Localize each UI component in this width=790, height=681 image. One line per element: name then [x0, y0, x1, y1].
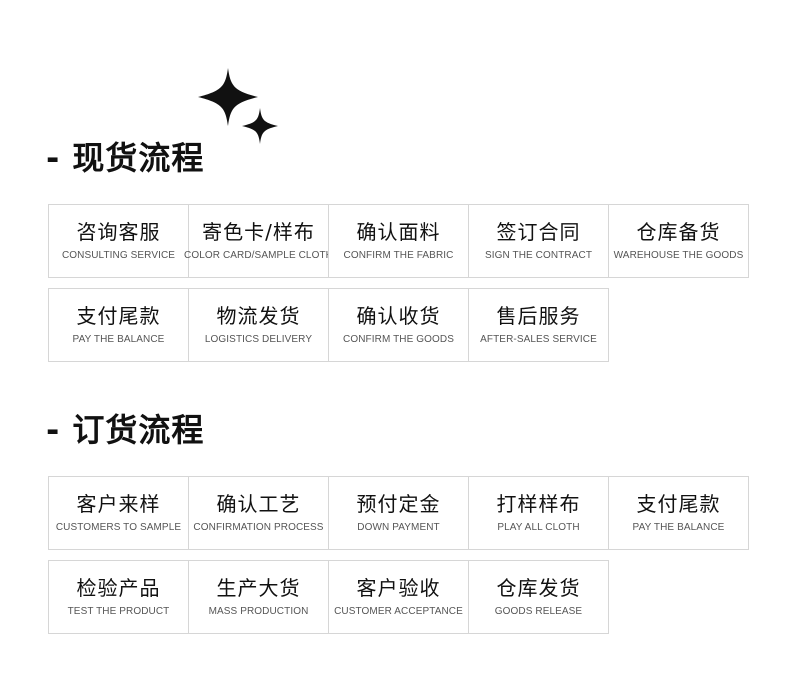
large-star-icon [198, 68, 258, 126]
step-label-en: CUSTOMER ACCEPTANCE [334, 606, 463, 617]
step-label-zh: 客户来样 [76, 492, 161, 516]
step-confirmation-process: 确认工艺 CONFIRMATION PROCESS [188, 476, 329, 550]
step-label-en: WAREHOUSE THE GOODS [613, 250, 744, 261]
step-label-en: PLAY ALL CLOTH [497, 522, 580, 533]
sparkle-icon [198, 68, 278, 144]
step-label-zh: 确认面料 [356, 220, 441, 244]
step-label-en: PAY THE BALANCE [72, 334, 165, 345]
step-label-en: MASS PRODUCTION [208, 606, 309, 617]
step-warehouse-goods: 仓库备货 WAREHOUSE THE GOODS [608, 204, 749, 278]
step-after-sales-service: 售后服务 AFTER-SALES SERVICE [468, 288, 609, 362]
step-label-en: CONFIRM THE FABRIC [343, 250, 454, 261]
small-star-icon [242, 108, 278, 144]
step-goods-release: 仓库发货 GOODS RELEASE [468, 560, 609, 634]
step-label-zh: 生产大货 [216, 576, 301, 600]
step-label-zh: 寄色卡/样布 [202, 220, 315, 244]
step-confirm-goods: 确认收货 CONFIRM THE GOODS [328, 288, 469, 362]
step-pay-balance: 支付尾款 PAY THE BALANCE [48, 288, 189, 362]
step-label-en: TEST THE PRODUCT [67, 606, 170, 617]
step-label-zh: 支付尾款 [636, 492, 721, 516]
step-label-en: SIGN THE CONTRACT [484, 250, 593, 261]
step-customers-to-sample: 客户来样 CUSTOMERS TO SAMPLE [48, 476, 189, 550]
step-customer-acceptance: 客户验收 CUSTOMER ACCEPTANCE [328, 560, 469, 634]
step-label-zh: 仓库发货 [496, 576, 581, 600]
step-label-zh: 售后服务 [496, 304, 581, 328]
stock-process-grid: 咨询客服 CONSULTING SERVICE 寄色卡/样布 COLOR CARD/… [48, 204, 754, 362]
step-test-product: 检验产品 TEST THE PRODUCT [48, 560, 189, 634]
step-label-zh: 物流发货 [216, 304, 301, 328]
step-label-en: CUSTOMERS TO SAMPLE [55, 522, 182, 533]
step-pay-balance: 支付尾款 PAY THE BALANCE [608, 476, 749, 550]
step-label-en: CONFIRMATION PROCESS [193, 522, 324, 533]
step-label-zh: 预付定金 [356, 492, 441, 516]
step-label-en: AFTER-SALES SERVICE [480, 334, 597, 345]
step-label-zh: 客户验收 [356, 576, 441, 600]
order-process-title: - 订货流程 [46, 411, 205, 449]
step-label-zh: 支付尾款 [76, 304, 161, 328]
process-row: 检验产品 TEST THE PRODUCT 生产大货 MASS PRODUCTION… [48, 560, 754, 634]
process-row: 咨询客服 CONSULTING SERVICE 寄色卡/样布 COLOR CARD/… [48, 204, 754, 278]
step-label-zh: 咨询客服 [76, 220, 161, 244]
step-logistics-delivery: 物流发货 LOGISTICS DELIVERY [188, 288, 329, 362]
step-label-en: CONSULTING SERVICE [61, 250, 176, 261]
step-label-en: GOODS RELEASE [494, 606, 583, 617]
step-label-zh: 确认收货 [356, 304, 441, 328]
step-label-en: DOWN PAYMENT [357, 522, 440, 533]
step-label-zh: 检验产品 [76, 576, 161, 600]
step-label-en: CONFIRM THE GOODS [343, 334, 454, 345]
step-label-zh: 确认工艺 [216, 492, 301, 516]
step-confirm-fabric: 确认面料 CONFIRM THE FABRIC [328, 204, 469, 278]
step-label-en: LOGISTICS DELIVERY [204, 334, 313, 345]
step-color-card-sample: 寄色卡/样布 COLOR CARD/SAMPLE CLOTH [184, 204, 333, 278]
order-process-grid: 客户来样 CUSTOMERS TO SAMPLE 确认工艺 CONFIRMATION… [48, 476, 754, 634]
step-label-zh: 打样样布 [496, 492, 581, 516]
step-play-all-cloth: 打样样布 PLAY ALL CLOTH [468, 476, 609, 550]
step-label-en: COLOR CARD/SAMPLE CLOTH [184, 250, 333, 261]
process-row: 支付尾款 PAY THE BALANCE 物流发货 LOGISTICS DELIVE… [48, 288, 754, 362]
step-consulting-service: 咨询客服 CONSULTING SERVICE [48, 204, 189, 278]
step-label-zh: 签订合同 [496, 220, 581, 244]
process-row: 客户来样 CUSTOMERS TO SAMPLE 确认工艺 CONFIRMATION… [48, 476, 754, 550]
step-label-zh: 仓库备货 [636, 220, 721, 244]
step-label-en: PAY THE BALANCE [632, 522, 725, 533]
step-sign-contract: 签订合同 SIGN THE CONTRACT [468, 204, 609, 278]
step-mass-production: 生产大货 MASS PRODUCTION [188, 560, 329, 634]
stock-process-title: - 现货流程 [46, 139, 205, 177]
step-down-payment: 预付定金 DOWN PAYMENT [328, 476, 469, 550]
